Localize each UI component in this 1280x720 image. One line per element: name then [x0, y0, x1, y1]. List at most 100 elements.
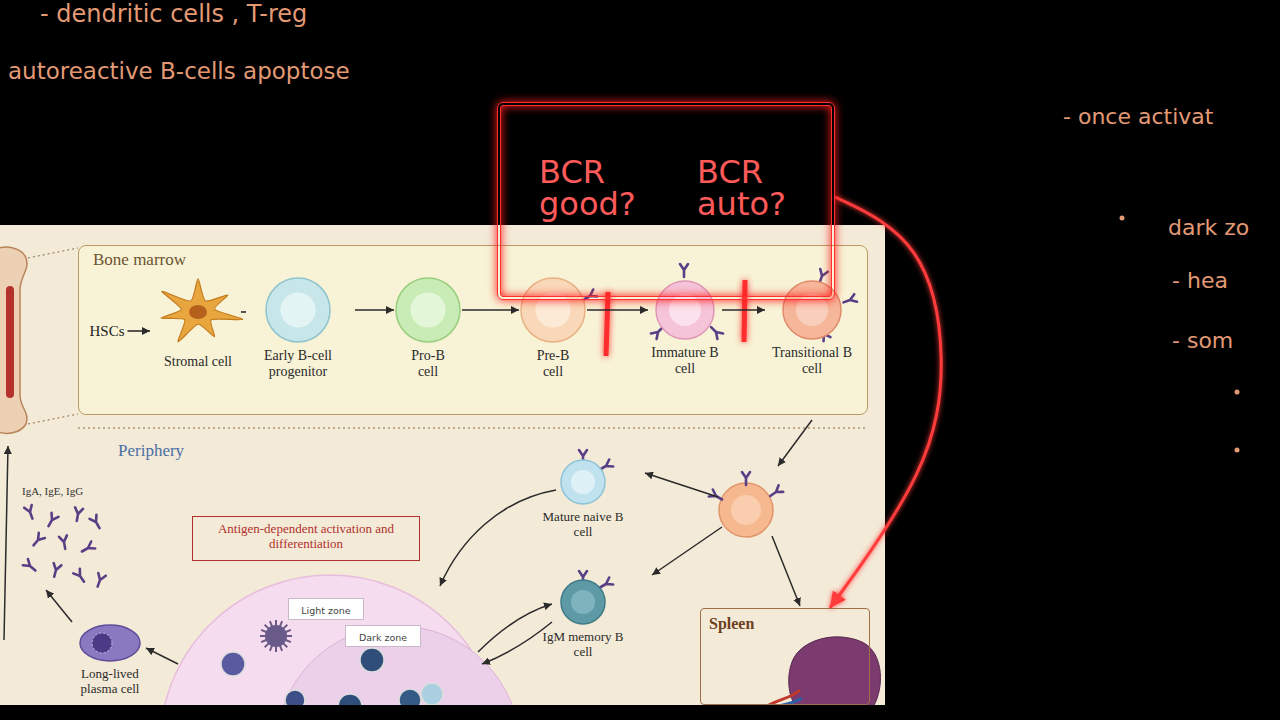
cell-shape	[519, 274, 587, 346]
node-text: Transitional B cell	[767, 345, 857, 376]
cell-body	[266, 278, 330, 342]
receptor	[680, 264, 688, 277]
receptor	[94, 573, 106, 588]
label-text: - som	[1172, 328, 1233, 353]
label-text: - once activat	[1063, 104, 1213, 129]
stromal-body	[161, 279, 243, 342]
note-bullets	[1120, 216, 1240, 453]
receptor	[842, 294, 857, 306]
gc-cell	[360, 648, 384, 672]
receptor	[742, 472, 750, 485]
flow-arrow	[128, 330, 150, 332]
cell-nucleus	[189, 305, 207, 319]
igm-memory-b-cell: IgM memory B cell	[536, 576, 630, 660]
flow-arrow	[462, 309, 519, 311]
bottom-band	[0, 705, 1280, 720]
progenitor-cell: Early B-cell progenitor	[241, 274, 355, 380]
node-text: Light zone	[301, 606, 350, 617]
node-text: Early B-cell progenitor	[243, 348, 353, 379]
receptor	[50, 563, 61, 578]
node-text: Immature B cell	[650, 345, 720, 376]
cell	[719, 483, 773, 537]
gc-cell	[285, 690, 305, 705]
organ-box: Spleen	[700, 608, 870, 705]
cell-shape	[68, 621, 152, 665]
cell-body	[561, 580, 605, 624]
label-text: - dendritic cells , T-reg	[40, 0, 307, 28]
cell-nucleus	[92, 633, 112, 653]
cell-shape	[241, 274, 355, 346]
receptor	[80, 542, 95, 555]
label-text: IgA, IgE, IgG	[22, 485, 83, 497]
node-text: BCR auto?	[697, 156, 807, 220]
transitional-b-cell: Transitional B cell	[765, 277, 859, 377]
cell-shape	[765, 277, 859, 343]
fdc-cell	[265, 625, 287, 647]
stage-box: Antigen-dependent activation and differe…	[192, 516, 420, 561]
cell-nucleus	[571, 590, 595, 614]
label-text: Periphery	[118, 441, 184, 461]
cell-body	[561, 460, 605, 504]
annotation-box: BCR good? BCR auto?	[497, 102, 835, 300]
receptor	[45, 513, 58, 528]
cell-shape	[536, 456, 630, 508]
mature-naive-b-cell: Mature naive B cell	[536, 456, 630, 540]
zoom-line	[28, 414, 78, 424]
annotation-arrow	[830, 197, 941, 608]
region-box: HSCsStromal cell Early B-cell progenitor P…	[78, 245, 868, 415]
receptor	[73, 569, 87, 584]
receptor	[90, 515, 103, 530]
marrow-cavity	[6, 286, 14, 398]
gc-cell	[338, 694, 362, 705]
fdc-spikes	[260, 620, 292, 652]
plasma-cell: Long-lived plasma cell	[68, 621, 152, 697]
cell-body	[396, 278, 460, 342]
bone-icon	[0, 247, 27, 433]
gc-cell	[221, 652, 245, 676]
cell-shape	[394, 274, 462, 346]
cell-shape	[536, 576, 630, 628]
cell-nucleus	[571, 470, 595, 494]
flow-arrow	[722, 309, 765, 311]
spleen-vessel	[760, 698, 802, 705]
node-text: Pro-B cell	[403, 348, 453, 379]
node-text: Dark zone	[359, 633, 407, 644]
receptor	[24, 505, 36, 520]
label-text: - hea	[1172, 268, 1228, 293]
zone-tag: Dark zone	[345, 625, 421, 647]
label-text: dark zo	[1168, 215, 1249, 240]
cell-shape	[648, 277, 722, 343]
receptor	[23, 559, 38, 573]
section-divider	[78, 428, 868, 429]
node-text: IgM memory B cell	[538, 630, 628, 659]
node-text: BCR good?	[539, 156, 649, 220]
label-text: autoreactive B-cells apoptose	[8, 58, 350, 84]
cell-nucleus	[410, 292, 445, 327]
annotation-marks	[606, 280, 745, 356]
pro-b-cell: Pro-B cell	[394, 274, 462, 380]
cell-label: HSCs	[86, 320, 127, 342]
cell-body	[80, 625, 140, 661]
node-text: Stromal cell	[164, 354, 232, 370]
dark-zone-area	[276, 626, 520, 705]
node-text: HSCs	[89, 323, 124, 340]
cell-nucleus	[731, 495, 761, 525]
receptor	[59, 535, 69, 549]
cell-body	[521, 278, 585, 342]
flow-arrow	[587, 309, 648, 311]
bone-marrow-fill	[78, 245, 868, 415]
spleen-organ	[789, 637, 881, 705]
node-text: Antigen-dependent activation and differe…	[201, 522, 411, 551]
cell-nucleus	[280, 292, 315, 327]
node-text: Spleen	[709, 615, 754, 633]
gc-cell	[421, 683, 443, 705]
receptor	[708, 324, 723, 339]
receptor	[30, 533, 44, 548]
receptor	[768, 485, 783, 499]
flow-arrow	[355, 309, 394, 311]
immature-b-cell: Immature B cell	[648, 277, 722, 377]
node-text: Long-lived plasma cell	[70, 667, 150, 696]
pre-b-cell: Pre-B cell	[519, 274, 587, 380]
cell-shape	[150, 274, 246, 350]
flow-arrows	[4, 420, 812, 664]
